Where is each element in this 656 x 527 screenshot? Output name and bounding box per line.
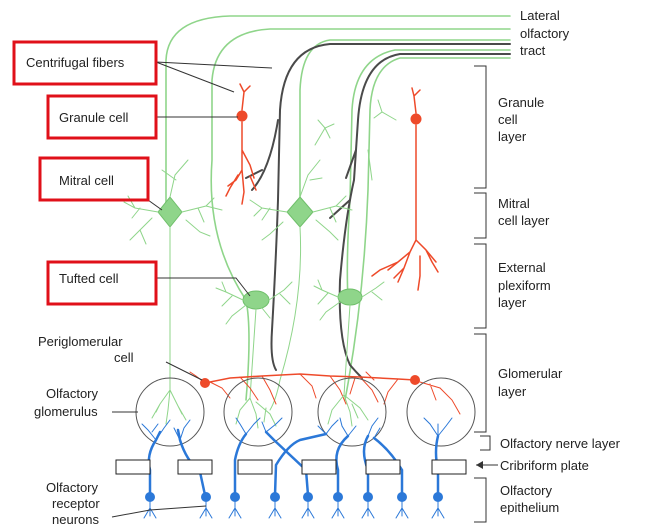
periglomerular-cells <box>190 372 460 414</box>
label-tract-1: Lateral <box>520 8 560 23</box>
label-receptor-2: receptor <box>52 496 100 511</box>
label-tract-2: olfactory <box>520 26 570 41</box>
label-nerve-layer: Olfactory nerve layer <box>500 436 621 451</box>
granule-cell-left <box>226 84 256 204</box>
left-leader-lines <box>112 62 272 517</box>
label-granule-layer-3: layer <box>498 129 527 144</box>
centrifugal-fibers <box>246 44 510 378</box>
label-receptor-3: neurons <box>52 512 99 527</box>
label-cribriform-plate: Cribriform plate <box>500 458 589 473</box>
mitral-cell-left <box>124 160 222 390</box>
label-glom-layer-1: Glomerular <box>498 366 563 381</box>
label-glom-layer-2: layer <box>498 384 527 399</box>
label-centrifugal-fibers: Centrifugal fibers <box>26 55 125 70</box>
mitral-cell-right <box>250 120 352 410</box>
label-glomerulus-1: Olfactory <box>46 386 99 401</box>
green-apical-branch <box>368 100 396 180</box>
label-receptor-1: Olfactory <box>46 480 99 495</box>
label-epl-1: External <box>498 260 546 275</box>
layer-brackets <box>474 66 498 522</box>
label-tract-3: tract <box>520 43 546 58</box>
label-mitral-cell: Mitral cell <box>59 173 114 188</box>
label-periglomerular-2: cell <box>114 350 134 365</box>
label-granule-layer-1: Granule <box>498 95 544 110</box>
label-granule-layer-2: cell <box>498 112 518 127</box>
label-mitral-layer-1: Mitral <box>498 196 530 211</box>
olfactory-glomeruli <box>136 378 475 446</box>
cribriform-plate <box>116 460 466 474</box>
granule-cell-right <box>372 88 438 290</box>
label-epithelium-1: Olfactory <box>500 483 553 498</box>
label-glomerulus-2: glomerulus <box>34 404 98 419</box>
lateral-olfactory-tract <box>166 16 510 400</box>
label-epl-2: plexiform <box>498 278 551 293</box>
label-epl-3: layer <box>498 295 527 310</box>
label-tufted-cell: Tufted cell <box>59 271 119 286</box>
tufted-cell-left <box>216 282 292 398</box>
label-mitral-layer-2: cell layer <box>498 213 550 228</box>
label-granule-cell: Granule cell <box>59 110 128 125</box>
label-periglomerular-1: Periglomerular <box>38 334 123 349</box>
label-epithelium-2: epithelium <box>500 500 559 515</box>
